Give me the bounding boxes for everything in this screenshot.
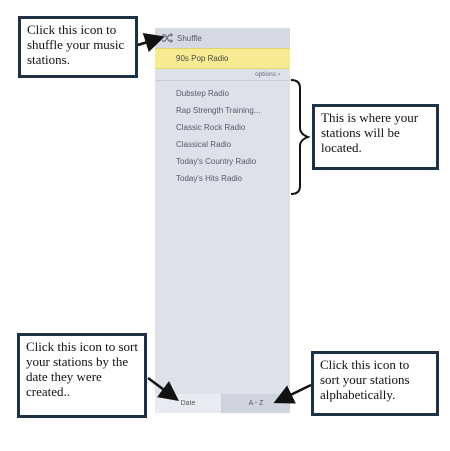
callout-date: Click this icon to sort your stations by… xyxy=(17,333,147,418)
callout-az: Click this icon to sort your stations al… xyxy=(311,351,439,416)
options-link[interactable]: options › xyxy=(255,71,280,78)
callout-stations: This is where your stations will be loca… xyxy=(312,104,439,170)
arrow-to-date xyxy=(147,376,180,401)
divider xyxy=(155,80,290,81)
station-list: Dubstep Radio Rap Strength Training... C… xyxy=(176,85,261,187)
station-item[interactable]: Classic Rock Radio xyxy=(176,123,246,132)
station-item[interactable]: Dubstep Radio xyxy=(176,89,229,98)
station-item[interactable]: Rap Strength Training... xyxy=(176,106,261,115)
arrow-to-shuffle xyxy=(137,33,165,53)
sort-az-button[interactable]: A - Z xyxy=(222,394,290,413)
arrow-to-az xyxy=(273,383,312,404)
station-item[interactable]: Today's Hits Radio xyxy=(176,174,242,183)
selected-station[interactable]: 90s Pop Radio xyxy=(155,48,290,69)
station-panel: Shuffle 90s Pop Radio options › Dubstep … xyxy=(155,28,290,413)
station-item[interactable]: Classical Radio xyxy=(176,140,232,149)
shuffle-label: Shuffle xyxy=(177,33,202,43)
shuffle-button[interactable]: Shuffle xyxy=(155,28,290,48)
station-item[interactable]: Today's Country Radio xyxy=(176,157,257,166)
station-bracket xyxy=(290,79,311,195)
callout-shuffle: Click this icon to shuffle your music st… xyxy=(18,16,138,78)
